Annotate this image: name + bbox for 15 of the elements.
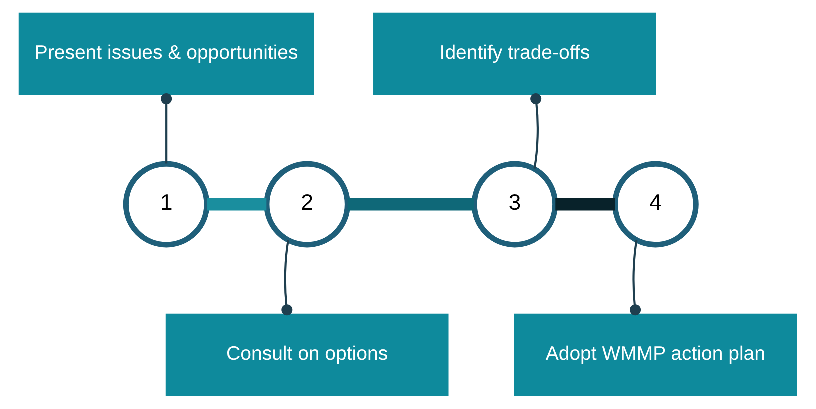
node-circle: 3 [472,161,558,248]
connector [161,94,172,164]
node-box: Identify trade-offs [374,12,656,96]
node-circle: 4 [612,161,699,248]
node-box: Adopt WMMP action plan [514,314,798,396]
node-box: Consult on options [166,314,449,396]
node-circle: 2 [264,161,351,248]
connector [207,198,267,211]
connector [630,240,642,316]
connector [556,198,616,211]
node-circle: 1 [123,161,210,248]
node-box: Present issues & opportunities [18,12,314,96]
connector [348,198,474,211]
connector [530,94,542,169]
connector [282,240,293,316]
